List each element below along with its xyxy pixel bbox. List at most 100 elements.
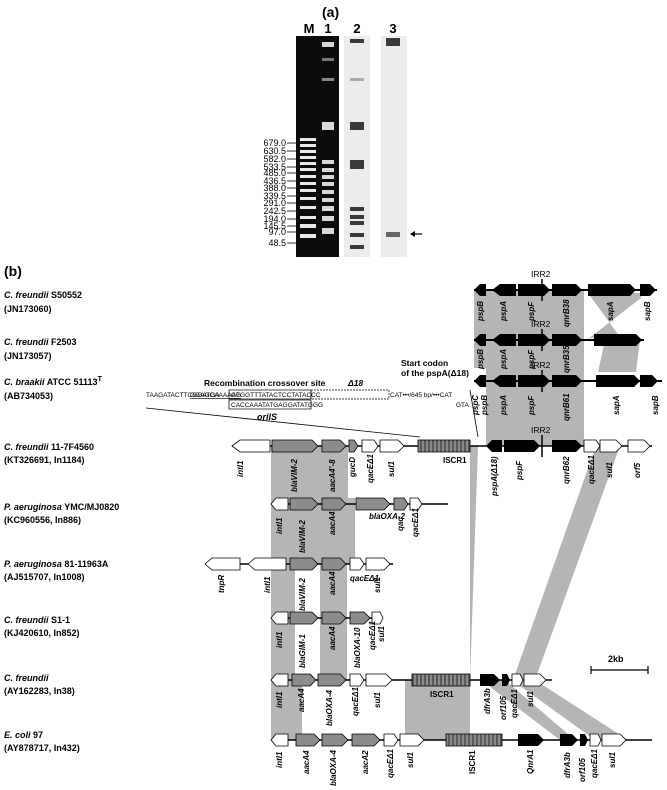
gene-label: sul1 <box>387 460 396 477</box>
marker-size-label: 485.0 <box>263 168 286 178</box>
gene-sul1 <box>365 673 393 687</box>
strain-label: E. coli 97 <box>4 730 43 740</box>
gene-label: pspB <box>480 395 489 416</box>
gene-label: aacA4 <box>328 511 337 535</box>
panel-b-label: (b) <box>4 263 22 279</box>
gene-intI1 <box>270 673 289 687</box>
gene-tnpR <box>204 557 241 571</box>
gene-intI1 <box>247 557 287 571</box>
gene-label: qacEΔ1 <box>366 454 375 483</box>
gene-pspA <box>492 334 516 346</box>
gene-QnrA1 <box>518 734 544 746</box>
gene-label: aacA4 <box>328 571 337 595</box>
gene-label: blaOXA-2 <box>369 512 406 521</box>
gene-label: blaOXA-10 <box>353 627 362 668</box>
strain-accession: (AY878717, In432) <box>4 743 80 753</box>
gene-qacE <box>349 673 365 687</box>
lane-3-bands <box>386 38 400 237</box>
strain-accession: (KC960556, In886) <box>4 515 81 525</box>
marker-size-label: 436.5 <box>263 176 286 186</box>
gel-lane-3 <box>381 36 407 257</box>
gene-label: qnrB35 <box>562 345 571 373</box>
lane-label-1: 1 <box>324 21 331 36</box>
irr-label: IRR2 <box>531 319 551 329</box>
gene-label: pspF <box>515 460 524 481</box>
gene-label: qnrB38 <box>562 299 571 327</box>
strain-label: C. freundii <box>4 673 49 683</box>
gene-ISCR1 <box>445 733 503 747</box>
gene-sapA <box>594 334 642 346</box>
gene-blaOXA-4 <box>321 733 349 747</box>
gene-label: pspA <box>499 301 508 322</box>
gene-label: pspB <box>476 301 485 322</box>
sequence-bottom-end: GTA <box>456 402 470 409</box>
gene-label: qacEΔ1 <box>350 574 379 583</box>
gene-label: pspC <box>471 395 480 416</box>
gene-label: qacEΔ1 <box>587 455 596 484</box>
gene-sul1 <box>379 439 405 453</box>
homology-intI-67 <box>271 564 295 618</box>
gene-label: qacEΔ1 <box>351 687 360 716</box>
gene-sapA <box>588 284 636 296</box>
recombination-label: Recombination crossover site <box>204 378 326 388</box>
gene-intI1 <box>270 611 289 625</box>
gene-pspF <box>518 334 550 346</box>
lane-labels: M 1 2 3 <box>304 21 397 36</box>
gene-blaVIM-2 <box>289 557 319 571</box>
sequence-top-c: GTGGTTTATACTCCTATACCC <box>231 392 321 399</box>
gene-aacA4 <box>291 673 317 687</box>
delta-box <box>310 389 390 400</box>
gene-qacE <box>409 497 423 511</box>
map-row-1: IRR2 pspB pspA pspF qnrB38 sapA sapB <box>474 269 657 327</box>
gene-label: ISCR1 <box>468 750 477 774</box>
scale-label: 2kb <box>608 654 624 664</box>
gene-label: sul1 <box>526 690 535 707</box>
gene-label: aacA4 <box>302 750 311 774</box>
gene-label: orf5 <box>633 462 642 478</box>
gene-label: ISCR1 <box>430 690 454 699</box>
gene-label: aacA2 <box>361 750 370 774</box>
gene-aacA4-8 <box>321 439 347 453</box>
gene-label: blaGIM-1 <box>298 634 307 668</box>
homology-int-78 <box>271 618 295 680</box>
gene-label: dfrA3b <box>483 688 492 714</box>
homology-vim-56 <box>271 498 355 564</box>
gene-label: dfrA3b <box>563 752 572 778</box>
strain-label: P. aeruginosa 81-11963A <box>4 559 109 569</box>
gene-label: sul1 <box>605 461 614 478</box>
gene-dfrA3b <box>560 734 578 746</box>
oris-box <box>228 399 312 410</box>
gene-pspB <box>474 334 486 346</box>
gene-sapB <box>640 284 656 296</box>
gene-qacE <box>361 439 379 453</box>
delta-label: Δ18 <box>347 378 363 388</box>
gene-intI1 <box>270 497 289 511</box>
gene-intI1 <box>270 733 289 747</box>
gene-orf105 <box>502 674 510 686</box>
map-row-2: IRR2 pspB pspA pspF qnrB35 <box>474 319 644 373</box>
strain-accession: (AJ515707, In1008) <box>4 572 85 582</box>
homology-vim-45 <box>271 446 348 498</box>
gene-ISCR1 <box>411 673 471 687</box>
gene-ISCR1 <box>417 439 471 453</box>
marker-size-label: 242.5 <box>263 206 286 216</box>
gene-label: intI1 <box>275 631 284 648</box>
gene-label: sapB <box>643 301 652 321</box>
gene-label: intI1 <box>275 691 284 708</box>
gene-aacA2 <box>351 733 381 747</box>
homology-psp-lower <box>486 368 584 446</box>
homology-psp-upper <box>474 290 584 368</box>
strain-label: C. freundii 11-7F4560 <box>4 442 94 452</box>
gene-blaOXA-2 <box>355 497 391 511</box>
gene-label: aacA4 <box>328 626 337 650</box>
oris-label: oriIS <box>257 412 277 422</box>
gene-blaOXA-4 <box>317 673 347 687</box>
gene-label: sul1 <box>608 751 617 768</box>
irr-label: IRR2 <box>531 269 551 279</box>
gene-label: qacEΔ1 <box>590 749 599 778</box>
gene-label: pspF <box>527 301 536 322</box>
map-row-4: IRR2 intI1 blaVIM-2 aacA4'-8 gucD qacEΔ1… <box>231 425 652 497</box>
homology-sul1-48 <box>513 446 620 680</box>
gene-sul1 <box>399 733 425 747</box>
map-row-9: intI1 aacA4 blaOXA-4 aacA2 qacEΔ1 sul1 I… <box>270 733 652 786</box>
